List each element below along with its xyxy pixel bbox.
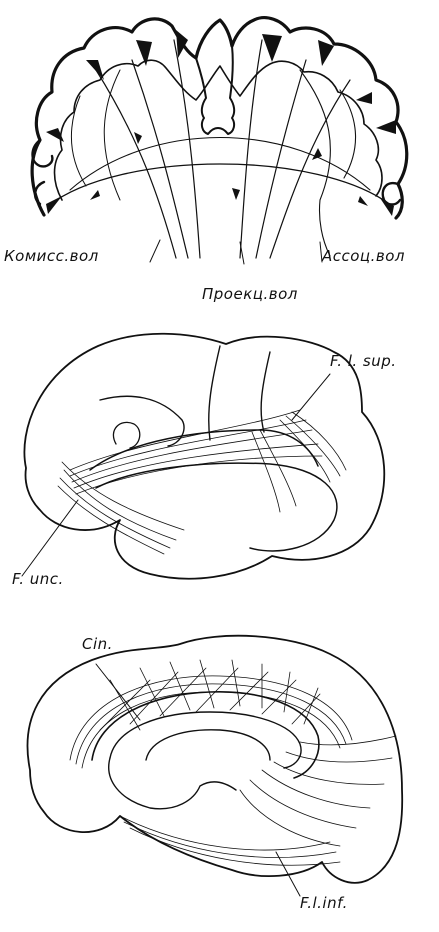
- label-association-fibers: Ассоц.вол: [322, 247, 405, 265]
- projection-fibers: [96, 40, 350, 258]
- inf-longitudinal-fibers: [120, 736, 396, 865]
- coronal-section-panel: [32, 18, 407, 264]
- label-cingulum: Cin.: [82, 635, 113, 653]
- label-inf-longitudinal: F.l.inf.: [300, 894, 348, 912]
- label-commissural-fibers: Комисс.вол: [4, 247, 99, 265]
- association-fibers: [71, 70, 120, 200]
- arrow: [358, 196, 368, 206]
- sup-longitudinal-fibers: [70, 410, 346, 512]
- association-fibers: [300, 70, 356, 256]
- cortex-wedge: [86, 60, 104, 80]
- lateral-hemisphere-panel: [22, 334, 384, 579]
- corpus-callosum-inner: [110, 712, 301, 768]
- callosum-base: [109, 758, 236, 809]
- medial-hemisphere-panel: [28, 636, 403, 896]
- arrow: [232, 188, 240, 200]
- cortex-wedge: [376, 120, 396, 134]
- cortex-wedge: [176, 30, 188, 58]
- arrow: [90, 190, 100, 200]
- insula-contour: [113, 422, 139, 448]
- cortex-wedge: [380, 198, 394, 216]
- label-uncinate: F. unc.: [12, 570, 64, 588]
- label-projection-fibers: Проекц.вол: [202, 285, 298, 303]
- cortex-wedge: [318, 40, 334, 66]
- cortex-wedge: [262, 34, 282, 62]
- label-sup-longitudinal: F. l. sup.: [330, 352, 397, 370]
- fornix: [146, 730, 270, 760]
- uncinate-fibers: [58, 462, 184, 554]
- cortex-outline: [32, 18, 407, 218]
- cortex-wedge: [356, 92, 372, 104]
- commissural-fibers: [48, 164, 392, 206]
- label-leader: [150, 240, 322, 264]
- midline-structure: [196, 46, 234, 134]
- hemisphere-outline: [24, 334, 384, 579]
